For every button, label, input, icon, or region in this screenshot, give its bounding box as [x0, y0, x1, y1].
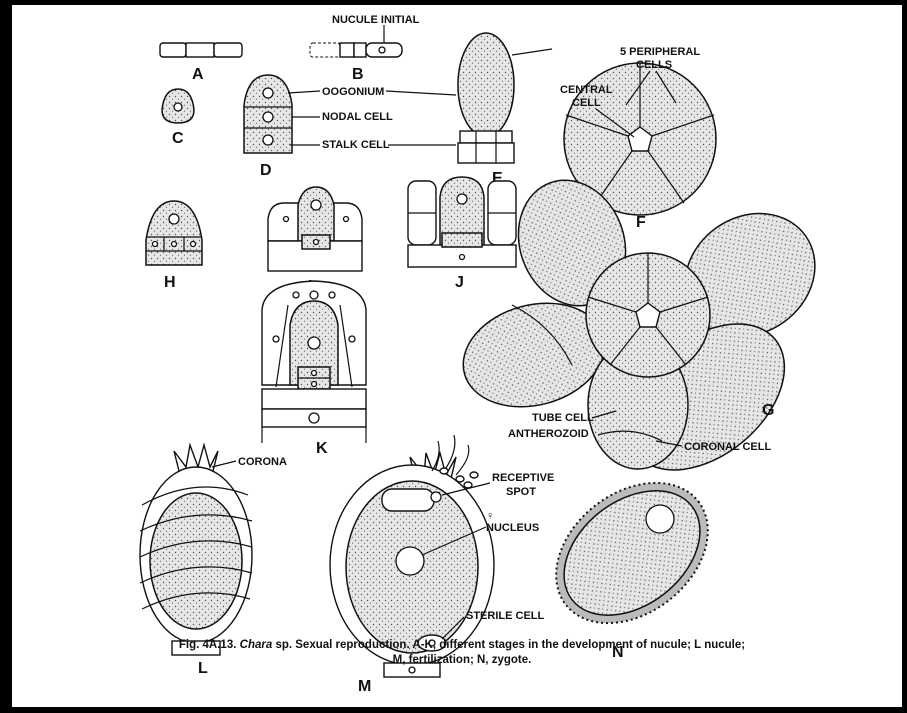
stage-e: E: [458, 33, 552, 187]
label-sterile-cell: STERILE CELL: [466, 610, 545, 622]
label-nucleus: NUCLEUS: [486, 522, 539, 534]
label-receptive: RECEPTIVE: [492, 472, 554, 484]
label-k: K: [316, 440, 328, 457]
figure-caption: Fig. 4A.13. Chara sp. Sexual reproductio…: [22, 638, 902, 668]
stage-b-nucule-initial: NUCULE INITIAL B: [310, 14, 420, 83]
chara-nucule-diagram: A NUCULE INITIAL B C D OOGONIUM NODAL CE…: [12, 5, 902, 707]
label-coronal-cell: CORONAL CELL: [684, 441, 771, 453]
stage-n-zygote: N: [529, 454, 735, 661]
stage-k: K: [262, 281, 366, 457]
label-peripheral-cells-2: CELLS: [636, 59, 672, 71]
caption-line2: M, fertilization; N, zygote.: [393, 654, 532, 666]
label-stalk-cell: STALK CELL: [322, 139, 390, 151]
label-antherozoid: ANTHEROZOID: [508, 428, 589, 440]
caption-genus: Chara: [240, 639, 273, 651]
label-tube-cell: TUBE CELL: [532, 412, 594, 424]
label-oogonium: OOGONIUM: [322, 86, 384, 98]
stage-c-cell: C: [162, 89, 194, 147]
label-nodal-cell: NODAL CELL: [322, 111, 393, 123]
label-c: C: [172, 130, 184, 147]
caption-line1: sp. Sexual reproduction. A-K, different …: [272, 639, 745, 651]
label-d: D: [260, 162, 272, 179]
label-g: G: [762, 402, 774, 419]
label-female-symbol: ♀: [486, 510, 494, 522]
label-b: B: [352, 66, 364, 83]
label-spot: SPOT: [506, 486, 536, 498]
label-central-cell: CENTRAL: [560, 84, 613, 96]
label-j: J: [455, 274, 464, 291]
stage-j: J: [408, 177, 516, 291]
label-a: A: [192, 66, 204, 83]
label-central-cell-2: CELL: [572, 97, 601, 109]
label-peripheral-cells: 5 PERIPHERAL: [620, 46, 700, 58]
label-f: F: [636, 214, 646, 231]
label-h: H: [164, 274, 176, 291]
caption-fig-number: Fig. 4A.13.: [179, 639, 237, 651]
label-corona: CORONA: [238, 456, 287, 468]
stage-h: H: [146, 201, 202, 291]
label-nucule-initial: NUCULE INITIAL: [332, 14, 420, 26]
stage-i: I: [268, 187, 362, 295]
label-m: M: [358, 678, 371, 695]
stage-a-filament: A: [160, 43, 242, 83]
stage-d: D: [244, 75, 292, 179]
figure-page: A NUCULE INITIAL B C D OOGONIUM NODAL CE…: [12, 5, 902, 707]
